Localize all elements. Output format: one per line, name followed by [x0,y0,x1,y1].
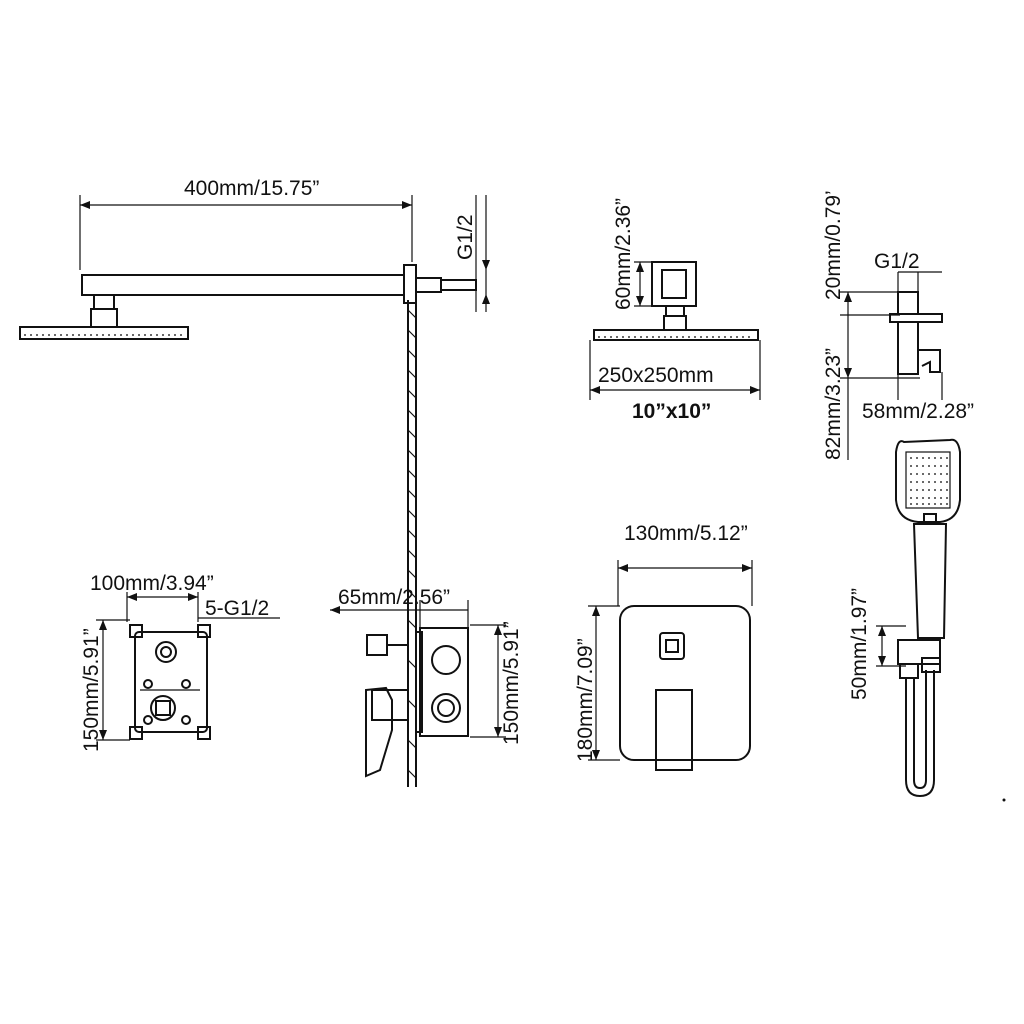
head-height-label: 60mm/2.36” [612,198,635,310]
arm-thread-label: G1/2 [454,214,477,260]
outlet-height-label: 82mm/3.23” [822,348,845,460]
handheld-holder-label: 50mm/1.97” [848,588,871,700]
shower-head-drawing [589,261,761,400]
valve-side-drawing [330,600,506,778]
valve-depth-label: 65mm/2.56” [338,586,450,609]
spray-nozzle-grid [910,457,948,505]
valve-body-width-label: 100mm/3.94” [90,572,214,595]
valve-body-height-side-label: 150mm/5.91” [500,621,523,745]
plate-width-label: 130mm/5.12” [624,522,748,545]
trim-plate-drawing [588,560,753,771]
plate-height-label: 180mm/7.09” [574,638,597,762]
valve-body-height-front-label: 150mm/5.91” [80,628,103,752]
outlet-depth-label: 58mm/2.28” [862,400,974,423]
head-size-in-label: 10”x10” [632,400,711,423]
outlet-thread-label: G1/2 [874,250,920,273]
wall-outlet-drawing [840,271,943,460]
head-size-mm-label: 250x250mm [598,364,714,387]
valve-body-front-drawing [96,592,280,741]
valve-body-ports-label: 5-G1/2 [205,597,269,620]
handheld-shower-drawing [876,438,1006,802]
arm-length-label: 400mm/15.75” [184,177,319,200]
outlet-top-label: 20mm/0.79’ [822,190,845,300]
